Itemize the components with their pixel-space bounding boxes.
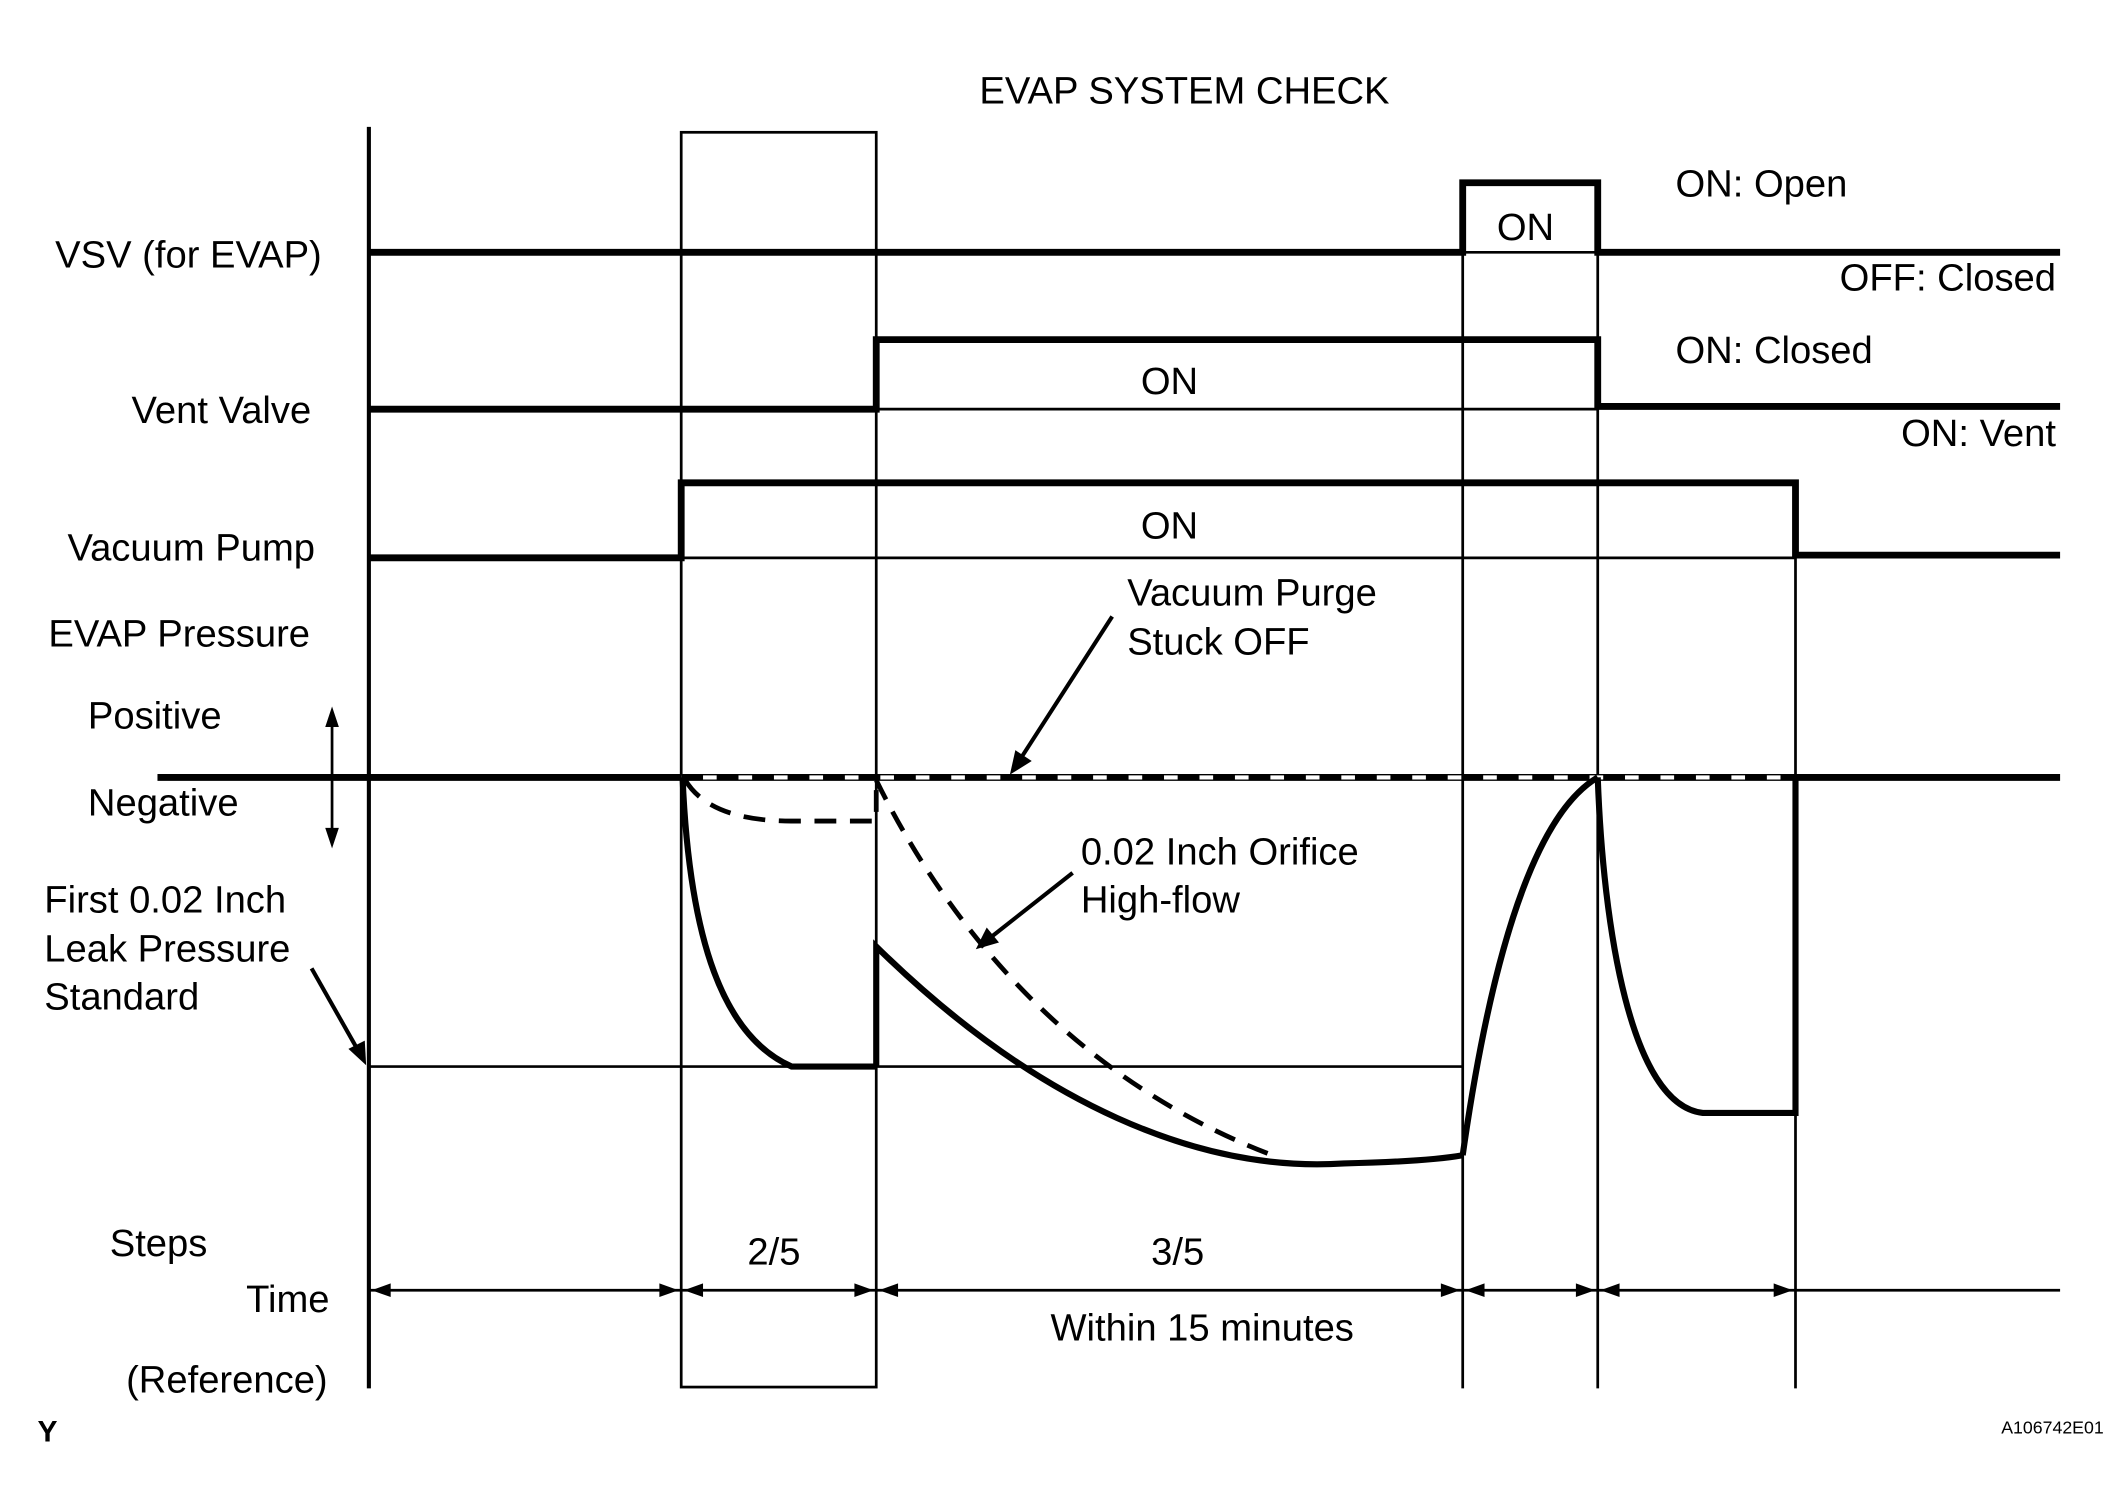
label-vent-valve: Vent Valve <box>132 389 312 432</box>
vent-valve-signal-line <box>368 336 2061 413</box>
label-leak-line3: Standard <box>44 975 199 1018</box>
vsv-on-label: ON <box>1497 206 1554 249</box>
orifice-annotation-arrow <box>975 871 1074 950</box>
pump-on-label: ON <box>1141 505 1198 548</box>
time-note-label: Within 15 minutes <box>1051 1307 1354 1350</box>
label-leak-line2: Leak Pressure <box>44 928 290 971</box>
figure-id: A106742E01 <box>2001 1417 2103 1437</box>
leak-standard-arrow <box>309 967 367 1066</box>
label-vsv: VSV (for EVAP) <box>55 233 322 276</box>
purge-annotation-line2: Stuck OFF <box>1127 621 1309 664</box>
label-leak-line1: First 0.02 Inch <box>44 878 286 921</box>
label-positive: Positive <box>88 694 222 737</box>
vsv-open-label: ON: Open <box>1675 162 1847 205</box>
purge-annotation-line1: Vacuum Purge <box>1127 572 1377 615</box>
step2-label: 2/5 <box>747 1230 800 1273</box>
pressure-direction-arrow <box>325 706 339 849</box>
orifice-dashed-curve <box>874 779 1277 1159</box>
label-negative: Negative <box>88 782 239 825</box>
label-time: Time <box>246 1278 329 1321</box>
recovery-pressure-curve <box>1459 774 1600 1156</box>
vacuum-pump-signal-line <box>368 479 2061 562</box>
vent-vent-label: ON: Vent <box>1901 412 2056 455</box>
diagram-title: EVAP SYSTEM CHECK <box>979 70 1390 113</box>
label-evap-pressure: EVAP Pressure <box>48 612 310 655</box>
corner-letter: Y <box>37 1416 57 1449</box>
step2-pressure-curve <box>679 777 877 1070</box>
time-axis <box>368 1283 2061 1298</box>
step3-pressure-curve <box>873 939 1464 1168</box>
vent-on-label: ON <box>1141 360 1198 403</box>
label-steps: Steps <box>110 1222 208 1265</box>
vent-closed-label: ON: Closed <box>1675 329 1872 372</box>
label-reference: (Reference) <box>126 1359 328 1402</box>
vsv-signal-line <box>368 179 2061 256</box>
final-pressure-curve <box>1594 777 1799 1116</box>
orifice-annotation-line1: 0.02 Inch Orifice <box>1081 831 1359 874</box>
label-vacuum-pump: Vacuum Pump <box>67 527 315 570</box>
purge-annotation-arrow <box>1009 615 1114 775</box>
step2-dashed-curve <box>683 778 879 824</box>
step3-label: 3/5 <box>1151 1230 1204 1273</box>
step2-box <box>679 130 878 1389</box>
vsv-closed-label: OFF: Closed <box>1840 257 2056 300</box>
orifice-annotation-line2: High-flow <box>1081 878 1241 921</box>
